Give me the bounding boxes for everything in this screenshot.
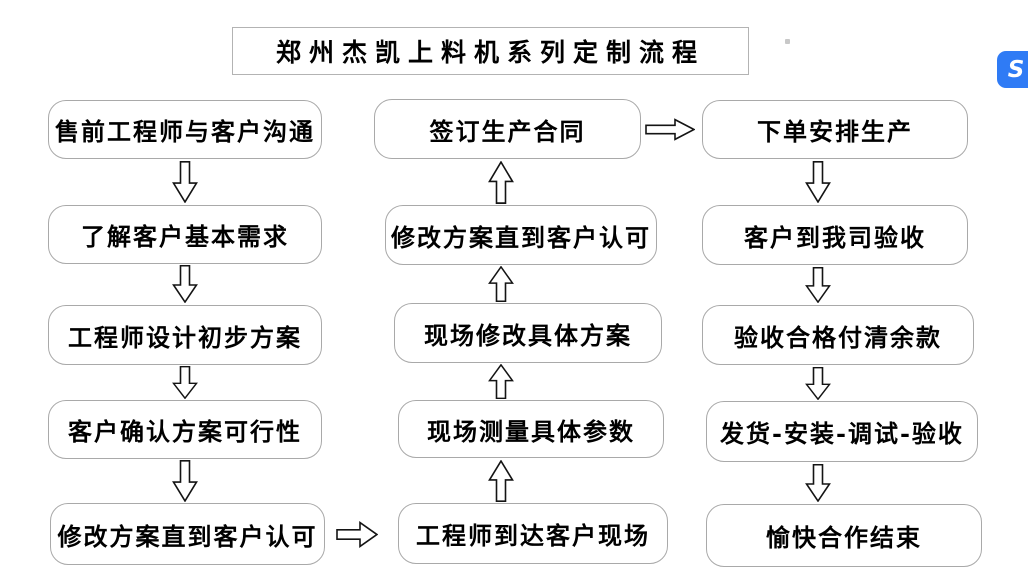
flow-step-confirm-feasibility: 客户确认方案可行性	[48, 400, 322, 459]
flow-step-engineer-arrives-site: 工程师到达客户现场	[398, 503, 668, 564]
down-arrow-icon	[805, 367, 831, 400]
up-arrow-icon	[488, 266, 514, 302]
flow-step-customer-acceptance: 客户到我司验收	[702, 205, 968, 265]
up-arrow-icon	[488, 460, 514, 502]
down-arrow-icon	[805, 161, 831, 203]
flow-step-place-order: 下单安排生产	[702, 100, 968, 159]
s-logo-icon[interactable]: S	[997, 51, 1028, 88]
down-arrow-icon	[172, 366, 198, 399]
flow-step-presale-communication: 售前工程师与客户沟通	[48, 100, 322, 159]
down-arrow-icon	[172, 161, 198, 203]
down-arrow-icon	[172, 265, 198, 303]
flow-step-sign-contract: 签订生产合同	[374, 99, 641, 159]
flow-step-happy-cooperation-end: 愉快合作结束	[706, 504, 982, 567]
stray-dot	[785, 39, 790, 44]
up-arrow-icon	[488, 161, 514, 204]
flow-step-pay-balance: 验收合格付清余款	[702, 305, 974, 365]
down-arrow-icon	[172, 460, 198, 502]
right-arrow-icon	[645, 118, 695, 141]
down-arrow-icon	[805, 267, 831, 303]
page-title: 郑州杰凯上料机系列定制流程	[275, 38, 705, 67]
flow-step-onsite-modify-plan: 现场修改具体方案	[394, 303, 662, 363]
flow-step-onsite-measure-parameters: 现场测量具体参数	[398, 400, 664, 458]
logo-letter: S	[1007, 56, 1025, 83]
down-arrow-icon	[805, 464, 831, 502]
flow-step-initial-design: 工程师设计初步方案	[48, 305, 322, 365]
up-arrow-icon	[488, 364, 514, 399]
flow-step-revise-until-approved: 修改方案直到客户认可	[50, 503, 325, 565]
flow-step-revise-until-approved-onsite: 修改方案直到客户认可	[385, 205, 657, 265]
title-box: 郑州杰凯上料机系列定制流程	[232, 27, 749, 75]
flow-step-understand-needs: 了解客户基本需求	[48, 205, 322, 264]
flow-step-ship-install-debug-accept: 发货-安装-调试-验收	[706, 401, 978, 462]
right-arrow-icon	[336, 521, 378, 548]
